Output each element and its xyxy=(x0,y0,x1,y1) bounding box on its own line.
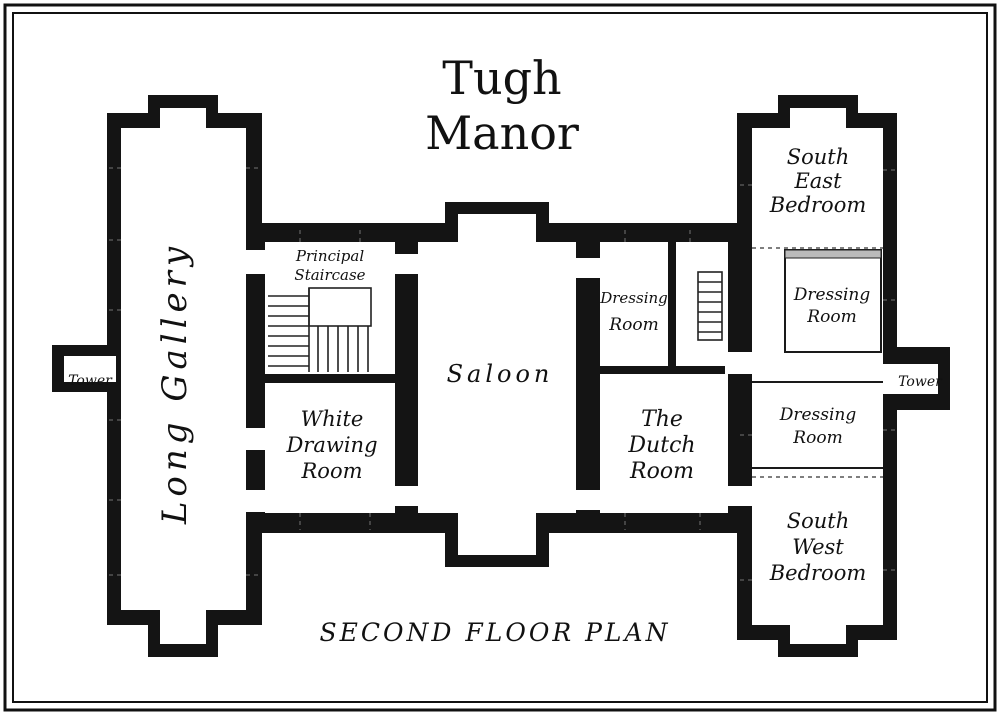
south-west-bedroom-label-1: South xyxy=(787,509,850,533)
principal-staircase-label-2: Staircase xyxy=(294,266,365,284)
east-passage-floor xyxy=(725,352,755,374)
dressing-room-centre-floor xyxy=(600,242,668,366)
white-drawing-room-label-2: Drawing xyxy=(285,433,377,457)
dutch-room-label-2: Dutch xyxy=(627,433,695,458)
east-wing-floor xyxy=(752,108,883,644)
tower-west-label: Tower xyxy=(68,373,113,389)
back-stair-floor xyxy=(676,242,728,366)
saloon-floor xyxy=(418,242,576,513)
long-gallery-label: Long Gallery xyxy=(155,242,195,525)
dressing-room-centre-label-1: Dressing xyxy=(599,289,668,307)
dressing-room-east-lower-label-1: Dressing xyxy=(779,405,857,425)
dressing-room-east-lower-label-2: Room xyxy=(792,428,842,448)
dressing-room-east-upper-label-1: Dressing xyxy=(793,285,871,305)
outer-frame xyxy=(3,3,997,712)
floors xyxy=(64,108,938,644)
inner-frame xyxy=(12,12,988,703)
principal-stair-flights xyxy=(268,287,372,372)
title-block: Tugh Manor xyxy=(425,51,579,160)
principal-staircase-floor xyxy=(265,242,395,374)
dressing-room-centre-label-2: Room xyxy=(608,315,658,335)
title-line-1: Tugh xyxy=(442,51,561,105)
white-drawing-room-label-1: White xyxy=(301,407,364,431)
principal-staircase-label-1: Principal xyxy=(295,247,364,265)
south-east-bedroom-label-3: Bedroom xyxy=(769,193,867,217)
south-bay-floor xyxy=(458,511,536,555)
dutch-room-label-3: Room xyxy=(629,459,694,484)
west-passage-floor xyxy=(243,250,267,274)
dutch-room-floor xyxy=(600,374,728,513)
east-tower-floor xyxy=(882,364,938,394)
dutch-room-label-1: The xyxy=(641,407,683,432)
west-tower-floor xyxy=(64,356,116,382)
south-east-bedroom-label-1: South xyxy=(787,145,850,169)
title-line-2: Manor xyxy=(425,106,579,160)
south-west-bedroom-label-3: Bedroom xyxy=(769,561,867,585)
south-west-bedroom-label-2: West xyxy=(792,535,844,559)
north-bay-floor xyxy=(458,214,536,244)
white-drawing-room-label-3: Room xyxy=(300,459,362,483)
long-gallery-floor xyxy=(121,108,246,644)
south-east-bedroom-label-2: East xyxy=(793,169,842,193)
saloon-label: Saloon xyxy=(447,360,554,388)
white-drawing-room-floor xyxy=(265,383,395,513)
interior-details xyxy=(107,167,897,581)
plan-caption: SECOND FLOOR PLAN xyxy=(320,618,671,647)
back-stair-flights xyxy=(697,271,723,341)
dressing-room-east-upper-label-2: Room xyxy=(806,307,856,327)
room-labels: Long Gallery Tower Tower Principal Stair… xyxy=(68,145,943,585)
tower-east-label: Tower xyxy=(898,374,943,390)
